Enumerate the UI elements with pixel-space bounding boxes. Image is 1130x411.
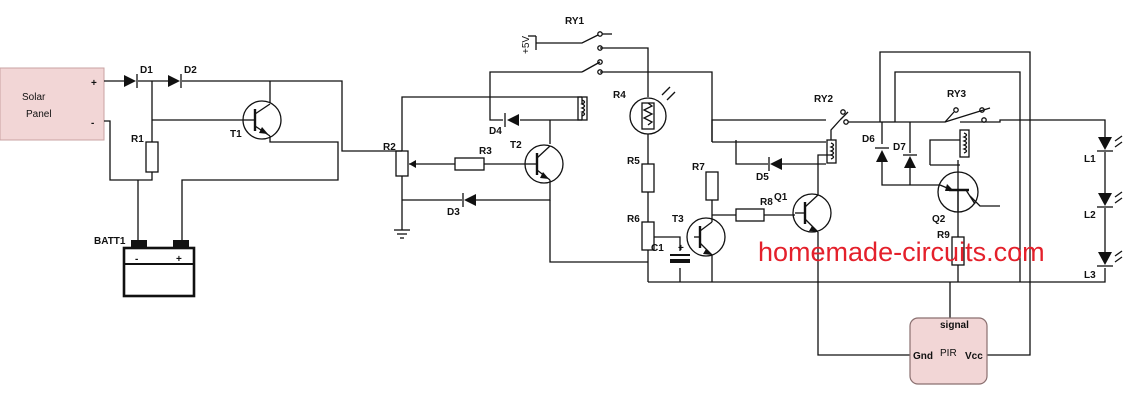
d5-label: D5	[756, 172, 769, 183]
led-l1: L1	[1084, 135, 1123, 165]
pir-vcc-pin: Vcc	[965, 351, 983, 362]
d4-label: D4	[489, 126, 502, 137]
resistor-r9: R9	[937, 230, 965, 266]
solar-minus-sign: -	[91, 118, 94, 129]
t2-label: T2	[510, 140, 522, 151]
ry1-label: RY1	[565, 16, 585, 27]
pir-signal-pin: signal	[940, 320, 969, 331]
transistor-q1: Q1	[774, 192, 832, 233]
resistor-r3: R3	[454, 146, 492, 171]
diode-d7: D7	[893, 142, 917, 168]
battery-plus: +	[176, 254, 182, 265]
capacitor-c1: + C1	[651, 243, 690, 263]
r4-label: R4	[613, 90, 626, 101]
pir-label: PIR	[940, 348, 957, 359]
resistor-r7: R7	[692, 162, 719, 201]
wires-middle	[401, 34, 713, 282]
potentiometer-r2: R2	[383, 142, 416, 177]
l2-label: L2	[1084, 210, 1096, 221]
diode-d1: D1	[124, 65, 153, 88]
solar-plus-sign: +	[91, 78, 97, 89]
diode-d4: D4	[489, 113, 519, 137]
battery-minus: -	[135, 254, 138, 265]
led-l3: L3	[1084, 250, 1123, 281]
d3-label: D3	[447, 207, 460, 218]
t1-label: T1	[230, 129, 242, 140]
q1-label: Q1	[774, 192, 788, 203]
resistor-r8: R8	[735, 197, 773, 222]
diode-d6: D6	[862, 134, 889, 162]
r3-label: R3	[479, 146, 492, 157]
l3-label: L3	[1084, 270, 1096, 281]
transistor-t1: T1	[230, 100, 282, 140]
wires-left	[104, 80, 402, 240]
led-l2: L2	[1084, 191, 1123, 221]
r8-label: R8	[760, 197, 773, 208]
r9-label: R9	[937, 230, 950, 241]
d6-label: D6	[862, 134, 875, 145]
r7-label: R7	[692, 162, 705, 173]
c1-label: C1	[651, 243, 664, 254]
diode-d3: D3	[447, 193, 476, 218]
t3-label: T3	[672, 214, 684, 225]
ground-symbol	[394, 229, 410, 239]
battery-batt1: - + BATT1	[94, 236, 196, 298]
r5-label: R5	[627, 156, 640, 167]
relay-ry2: RY2	[814, 94, 880, 164]
pir-gnd-pin: Gnd	[913, 351, 933, 362]
resistor-r1: R1	[131, 134, 159, 173]
diode-d5: D5	[756, 157, 782, 183]
c1-plus: +	[678, 243, 684, 254]
wires-right	[879, 51, 1106, 356]
transistor-q2: Q2	[932, 171, 979, 225]
ry2-label: RY2	[814, 94, 834, 105]
supply-5v-label: +5V	[521, 36, 532, 54]
solar-panel-label-1: Solar	[22, 92, 46, 103]
ry3-label: RY3	[947, 89, 967, 100]
ldr-r4: R4	[613, 86, 676, 135]
relay-ry1-contacts: RY1 +5V	[521, 16, 612, 75]
resistor-r5: R5	[627, 156, 655, 193]
transistor-t2: T2	[510, 140, 564, 184]
solar-panel: Solar Panel + -	[0, 67, 105, 141]
batt1-label: BATT1	[94, 236, 126, 247]
transistor-t3: T3	[672, 214, 726, 257]
r2-label: R2	[383, 142, 396, 153]
d7-label: D7	[893, 142, 906, 153]
q2-label: Q2	[932, 214, 946, 225]
r1-label: R1	[131, 134, 144, 145]
r6-label: R6	[627, 214, 640, 225]
l1-label: L1	[1084, 154, 1096, 165]
relay-ry1-coil	[577, 96, 588, 121]
watermark: homemade-circuits.com	[758, 237, 1045, 267]
pir-module: signal PIR Gnd Vcc	[909, 317, 988, 385]
potentiometer-r6: R6	[627, 214, 655, 251]
relay-ry3: RY3	[944, 89, 991, 158]
diode-d2: D2	[168, 65, 197, 88]
d1-label: D1	[140, 65, 153, 76]
solar-panel-label-2: Panel	[26, 109, 52, 120]
d2-label: D2	[184, 65, 197, 76]
